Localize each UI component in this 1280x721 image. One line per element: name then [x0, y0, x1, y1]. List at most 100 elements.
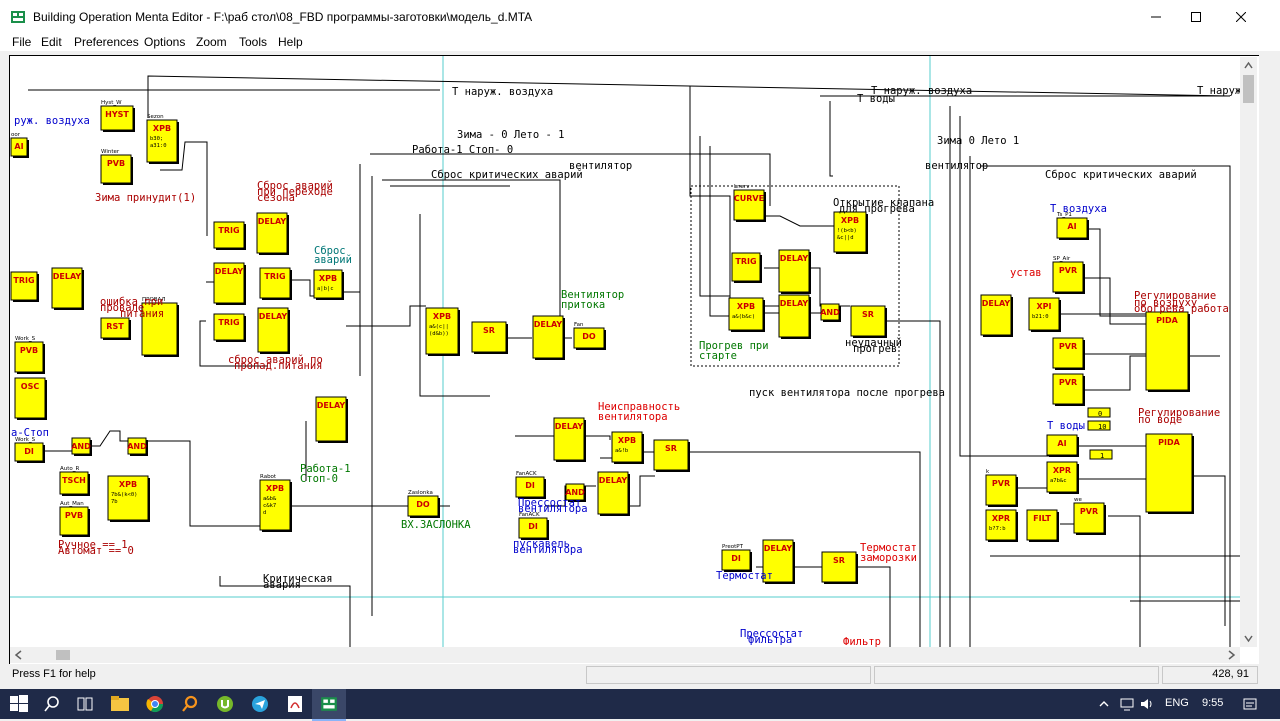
fbd-block-delay[interactable]: DELAY — [51, 267, 84, 310]
fbd-block-trig[interactable]: TRIG — [259, 267, 292, 300]
pdf-reader-icon[interactable] — [285, 694, 305, 714]
windows-start-icon[interactable] — [8, 693, 30, 715]
fbd-block-pvr[interactable]: PVR — [1052, 337, 1085, 370]
tray-chevron-icon[interactable] — [1097, 697, 1111, 711]
fbd-block-delay[interactable]: DELAY — [762, 539, 795, 584]
fbd-block-delay[interactable]: DELAY — [257, 307, 290, 354]
fbd-block-pida[interactable]: PIDA — [1145, 311, 1190, 392]
fbd-block-delay[interactable]: DELAY — [778, 249, 811, 294]
fbd-block-sr[interactable]: SR — [821, 551, 858, 584]
fbd-block-delay[interactable]: DELAY — [597, 471, 630, 516]
menu-edit[interactable]: Edit — [41, 35, 62, 49]
volume-icon[interactable] — [1139, 696, 1157, 712]
constant-output[interactable]: 10 — [1087, 420, 1111, 431]
fbd-block-trig[interactable]: TRIG — [213, 221, 246, 250]
constant-output[interactable]: 1 — [1089, 449, 1113, 460]
torrent-icon[interactable] — [215, 694, 235, 714]
fbd-block-sr[interactable]: SR — [850, 305, 887, 338]
task-view-icon[interactable] — [75, 694, 95, 714]
clock[interactable]: 9:55 — [1202, 697, 1224, 709]
fbd-block-delay[interactable]: DELAY — [553, 417, 586, 462]
vertical-scrollbar[interactable] — [1240, 57, 1257, 647]
menu-zoom[interactable]: Zoom — [196, 35, 227, 49]
fbd-block-and[interactable]: AND — [820, 303, 841, 322]
fbd-block-delay[interactable]: DELAY — [256, 212, 289, 255]
fbd-block-and[interactable]: AND — [565, 483, 586, 502]
horizontal-scroll-thumb[interactable] — [56, 650, 70, 660]
close-button[interactable] — [1218, 0, 1264, 33]
search-app-icon[interactable] — [180, 694, 200, 714]
horizontal-scrollbar[interactable] — [10, 647, 1240, 663]
scroll-down-icon[interactable] — [1240, 630, 1257, 647]
menu-options[interactable]: Options — [144, 35, 186, 49]
fbd-block-delay[interactable]: DELAY — [213, 262, 246, 305]
notifications-icon[interactable] — [1242, 696, 1258, 712]
maximize-button[interactable] — [1173, 0, 1219, 33]
fbd-block-delay[interactable]: DELAY — [532, 315, 565, 360]
language-indicator[interactable]: ENG — [1165, 697, 1189, 709]
constant-output[interactable]: 0 — [1087, 407, 1111, 418]
chrome-icon[interactable] — [145, 694, 165, 714]
fbd-block-delay[interactable]: DELAY — [778, 294, 811, 339]
network-icon[interactable] — [1119, 696, 1135, 712]
fbd-block-ai[interactable]: AI — [1046, 434, 1079, 457]
search-icon[interactable] — [42, 694, 62, 714]
scroll-right-icon[interactable] — [1223, 647, 1240, 663]
menu-tools[interactable]: Tools — [239, 35, 268, 49]
fbd-block-rst[interactable]: RST — [100, 317, 131, 340]
fbd-block-pvr[interactable]: PVR — [1052, 373, 1085, 406]
scroll-up-icon[interactable] — [1240, 57, 1257, 74]
fbd-block-trig[interactable]: TRIG — [731, 252, 762, 283]
fbd-block-and[interactable]: AND — [71, 437, 92, 456]
active-app-highlight[interactable] — [312, 689, 346, 721]
fbd-block-filt[interactable]: FILT — [1026, 509, 1059, 542]
minimize-button[interactable] — [1133, 0, 1179, 33]
fbd-block-block[interactable]: ПРОВАЛ — [141, 297, 179, 357]
menu-preferences[interactable]: Preferences — [74, 35, 139, 49]
menu-help[interactable]: Help — [278, 35, 303, 49]
fbd-block-trig[interactable]: TRIG — [213, 313, 246, 342]
fbd-block-sr[interactable]: SR — [653, 439, 690, 472]
fbd-block-sr[interactable]: SR — [471, 321, 508, 354]
menu-file[interactable]: File — [12, 35, 32, 49]
fbd-block-delay[interactable]: DELAY — [980, 294, 1013, 337]
fbd-block-and[interactable]: AND — [127, 437, 148, 456]
fbd-block-pida[interactable]: PIDA — [1145, 433, 1194, 514]
fbd-block-xpb[interactable]: XPB!(b<b)&c||d — [833, 211, 868, 254]
file-explorer-icon[interactable] — [109, 694, 131, 714]
telegram-icon[interactable] — [250, 694, 270, 714]
fbd-block-osc[interactable]: OSC — [14, 377, 47, 420]
fbd-block-trig[interactable]: TRIG — [10, 271, 39, 302]
fbd-diagram[interactable]: HYSTHyst_WXPBb30;a31:0SezonPVBWinterAIoo… — [10, 56, 1241, 648]
scroll-left-icon[interactable] — [10, 647, 27, 663]
vertical-scroll-thumb[interactable] — [1243, 75, 1254, 103]
fbd-block-delay[interactable]: DELAY — [315, 396, 348, 443]
